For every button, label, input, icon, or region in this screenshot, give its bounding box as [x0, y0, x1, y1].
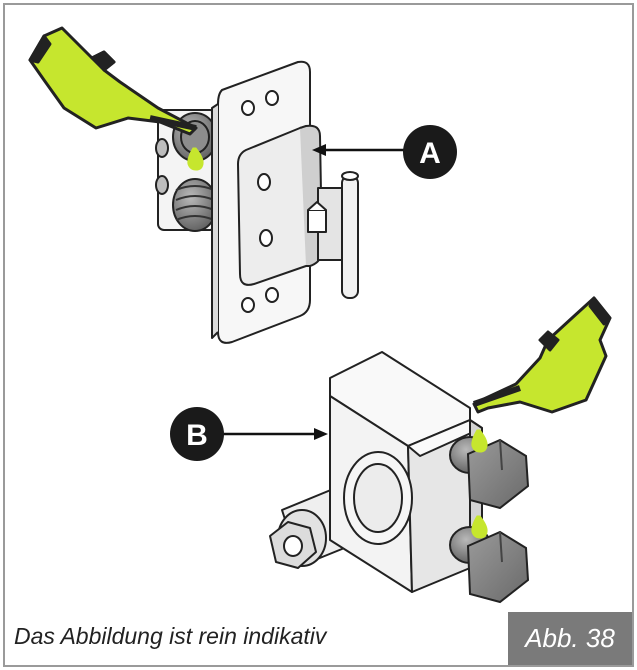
callout-arrow-a [312, 144, 406, 156]
callout-a: A [403, 125, 457, 179]
callout-a-label: A [419, 137, 441, 170]
oil-can-icon [472, 296, 612, 414]
oil-can-icon [28, 26, 198, 136]
figure-number-badge: Abb. 38 [508, 612, 632, 665]
figure-frame [3, 3, 634, 667]
callout-arrow-b [220, 428, 328, 440]
hinge-pin [307, 171, 359, 299]
oil-drop-icon [471, 429, 488, 453]
oil-drop-icon [187, 147, 204, 171]
hinge-assembly [155, 60, 359, 344]
figure-caption: Das Abbildung ist rein indikativ [14, 623, 327, 649]
callout-b-label: B [186, 419, 208, 452]
callout-b: B [170, 407, 224, 461]
oil-drop-icon [471, 515, 488, 539]
bearing-block [269, 351, 483, 593]
